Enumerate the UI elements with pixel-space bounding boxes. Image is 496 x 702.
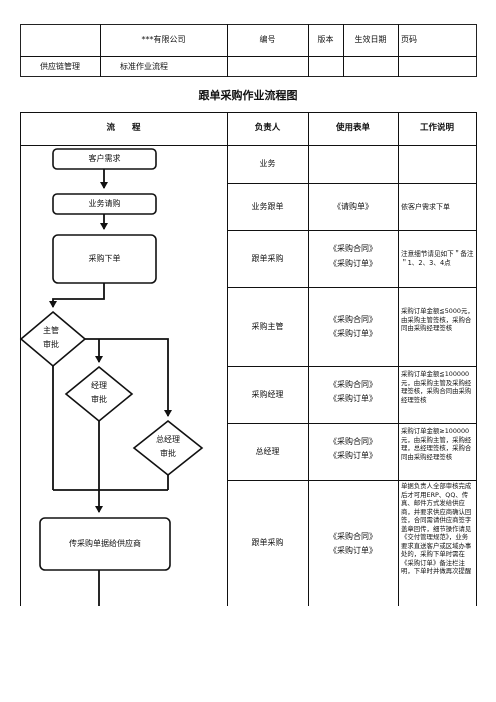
node-purchase-order-label: 采购下单 [88,253,121,263]
node-supervisor-label-line2: 审批 [43,339,59,349]
node-send-to-supplier [39,517,171,571]
node-send-to-supplier-label: 传采购单据给供应商 [69,538,141,548]
row-form-2: 《采购订单》 [329,258,377,268]
row-form-2: 《采购订单》 [329,545,377,555]
col-header-owner: 负责人 [254,123,281,134]
row-owner: 采购经理 [251,389,284,399]
row-owner: 总经理 [255,446,280,456]
row-form-1: 《采购合同》 [329,531,377,541]
row-description: 单据负责人全部审核完成后才可用ERP、QQ、传真、邮件方式发给供应商，并要求供应… [401,482,472,576]
row-description: 采购订单金额≦100000元，由采购主管及采购经理签核，采购合同由采购经理签核 [401,370,472,404]
node-customer-demand-label: 客户需求 [88,153,121,163]
version-label: 版本 [317,35,334,45]
row-owner: 跟单采购 [251,538,284,548]
department: 供应链管理 [40,61,80,71]
page-label: 页码 [401,35,417,45]
row-description: 采购订单金额≥100000元，由采购主管，采购经理，总经理签核，采购合同由采购经… [401,427,472,461]
effective-date-label: 生效日期 [354,35,387,45]
row-form-1: 《采购合同》 [329,436,377,446]
node-manager-label-line2: 审批 [91,394,107,404]
row-owner: 业务跟单 [251,201,284,211]
number-label: 编号 [259,35,276,45]
node-gm-label-line1: 总经理 [156,434,180,444]
row-description: 依客户需求下单 [401,203,450,211]
row-form-2: 《采购订单》 [329,393,377,403]
row-form-1: 《采购合同》 [329,314,377,324]
col-header-flow: 流 程 [106,123,141,134]
company-name: ***有限公司 [141,35,186,45]
row-form: 《请购单》 [333,201,373,211]
row-owner: 采购主管 [251,321,284,331]
row-form-2: 《采购订单》 [329,450,377,460]
row-form-2: 《采购订单》 [329,328,377,338]
node-business-request-label: 业务请购 [88,198,121,208]
row-form-1: 《采购合同》 [329,243,377,253]
page-title: 跟单采购作业流程图 [198,89,298,102]
node-gm-label-line2: 审批 [160,448,176,458]
row-owner: 跟单采购 [251,253,284,263]
col-header-form: 使用表单 [335,123,370,134]
document-type: 标准作业流程 [120,61,168,71]
col-header-description: 工作说明 [419,123,454,134]
row-description: 采购订单金额≦5000元，由采购主管签核，采购合同由采购经理签核 [401,307,474,333]
node-manager-label-line1: 经理 [91,380,107,390]
node-supervisor-label-line1: 主管 [43,325,59,335]
row-owner: 业务 [259,159,276,169]
row-form-1: 《采购合同》 [329,379,377,389]
row-description: 注意细节请见如下＂备注＂1、2、3、4点 [401,250,474,267]
header-table-lines [20,24,477,77]
